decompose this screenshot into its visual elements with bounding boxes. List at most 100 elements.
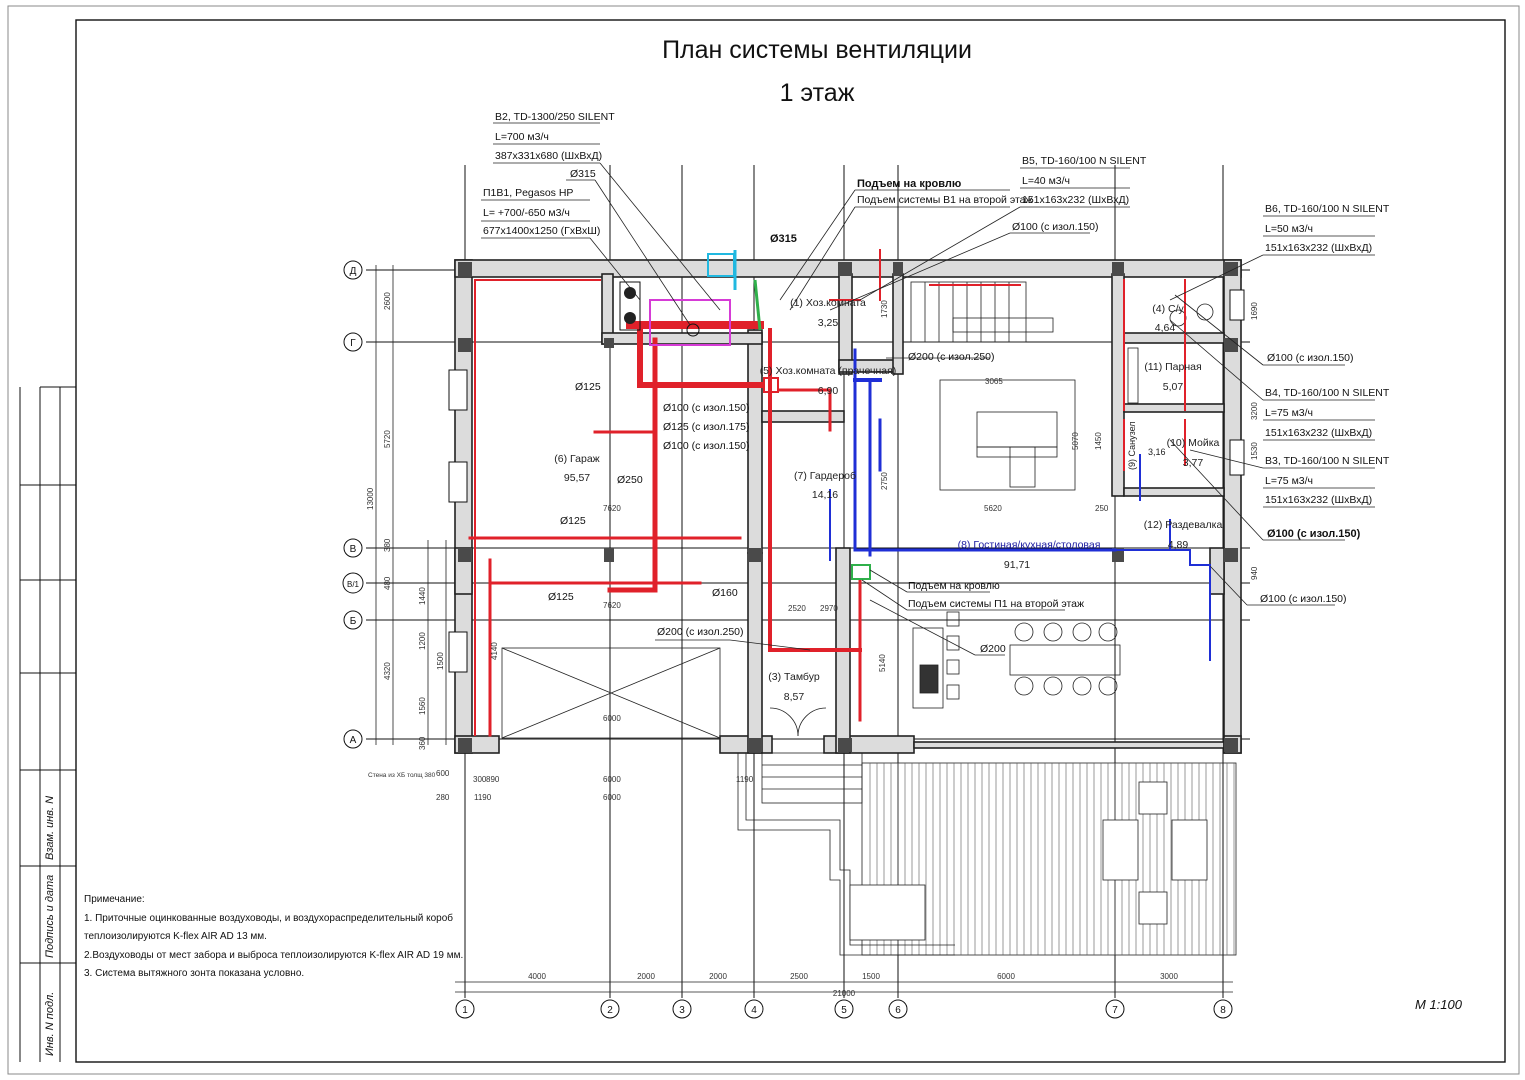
svg-text:2: 2 <box>607 1005 613 1016</box>
svg-text:4,89: 4,89 <box>1168 539 1189 551</box>
left-dimensions: 2600 5720 13000 380 480 1440 4320 1200 1… <box>366 265 447 750</box>
label-d100-d: Ø100 (с изол.150) <box>1260 593 1347 605</box>
svg-text:151х163х232 (ШхВхД): 151х163х232 (ШхВхД) <box>1265 242 1372 254</box>
label-d160: Ø160 <box>712 587 738 599</box>
svg-text:380: 380 <box>383 538 392 552</box>
svg-text:(1) Хоз.комната: (1) Хоз.комната <box>790 297 866 309</box>
svg-text:В5, TD-160/100 N SILENT: В5, TD-160/100 N SILENT <box>1022 155 1147 167</box>
svg-text:(4) С/у: (4) С/у <box>1152 303 1184 315</box>
svg-text:2.Воздуховоды от мест забора и: 2.Воздуховоды от мест забора и выброса т… <box>84 949 463 961</box>
label-d315-a: Ø315 <box>570 168 596 180</box>
axis-marker-d: Д <box>343 260 363 280</box>
svg-text:14,16: 14,16 <box>812 489 838 501</box>
axis-marker-2: 2 <box>600 999 620 1019</box>
svg-text:L=40 м3/ч: L=40 м3/ч <box>1022 175 1070 187</box>
svg-text:5140: 5140 <box>878 654 887 672</box>
svg-text:А: А <box>350 735 357 746</box>
svg-text:Примечание:: Примечание: <box>84 894 145 905</box>
svg-text:3000: 3000 <box>1160 972 1178 981</box>
svg-text:6,90: 6,90 <box>818 385 839 397</box>
svg-text:В: В <box>350 544 357 555</box>
stamp-replace-label: Взам. инв. N <box>44 796 56 860</box>
svg-text:1530: 1530 <box>1250 442 1259 460</box>
axis-marker-5: 5 <box>834 999 854 1019</box>
svg-text:3. Система вытяжного зонта пок: 3. Система вытяжного зонта показана усло… <box>84 968 304 979</box>
svg-text:1190: 1190 <box>474 793 492 802</box>
grid-rows: Д Г В В/1 Б А <box>342 260 1250 749</box>
axis-marker-8: 8 <box>1213 999 1233 1019</box>
svg-text:95,57: 95,57 <box>564 472 590 484</box>
svg-text:600: 600 <box>436 769 450 778</box>
svg-text:4: 4 <box>751 1005 757 1016</box>
label-d125-d: Ø125 <box>548 591 574 603</box>
svg-text:(7) Гардероб: (7) Гардероб <box>794 470 856 482</box>
svg-text:360: 360 <box>418 736 427 750</box>
callout-b6: В6, TD-160/100 N SILENT L=50 м3/ч 151х16… <box>1265 203 1390 254</box>
svg-text:6000: 6000 <box>603 775 621 784</box>
svg-text:2000: 2000 <box>637 972 655 981</box>
ahu-unit <box>619 250 871 580</box>
outer-frame <box>7 5 1520 1075</box>
svg-text:П1В1, Pegasos HP: П1В1, Pegasos HP <box>483 187 573 199</box>
svg-text:3065: 3065 <box>985 377 1003 386</box>
label-d250: Ø250 <box>617 474 643 486</box>
svg-text:3,25: 3,25 <box>818 317 839 329</box>
label-d100-e: Ø100 (с изол.150) <box>663 402 750 414</box>
label-d100-c: Ø100 (с изол.150) <box>1267 528 1361 540</box>
svg-text:280: 280 <box>436 793 450 802</box>
interior-fixtures <box>501 281 1237 956</box>
svg-text:L=50 м3/ч: L=50 м3/ч <box>1265 223 1313 235</box>
label-roof-2: Подъем на кровлю <box>908 580 1000 592</box>
label-d200-b: Ø200 (с изол.250) <box>657 626 744 638</box>
svg-text:(5) Хоз.комната (прачечная): (5) Хоз.комната (прачечная) <box>760 365 897 377</box>
misc-dimensions: 7620 7620 6000 6000 6000 1190 300 890 60… <box>436 300 1259 802</box>
svg-text:7: 7 <box>1112 1005 1118 1016</box>
svg-text:3: 3 <box>679 1005 685 1016</box>
svg-text:2970: 2970 <box>820 604 838 613</box>
svg-text:1690: 1690 <box>1250 302 1259 320</box>
svg-text:7620: 7620 <box>603 504 621 513</box>
svg-text:L=75 м3/ч: L=75 м3/ч <box>1265 407 1313 419</box>
stamp-column: Инв. N подл. Подпись и дата Взам. инв. N <box>19 386 76 1062</box>
axis-marker-1: 1 <box>455 999 475 1019</box>
svg-text:1190: 1190 <box>736 775 754 784</box>
svg-text:5620: 5620 <box>984 504 1002 513</box>
svg-text:В2, TD-1300/250 SILENT: В2, TD-1300/250 SILENT <box>495 111 615 123</box>
page-subtitle: 1 этаж <box>780 79 855 107</box>
leader-lines <box>481 122 1375 656</box>
wall-note: Стена из ХБ толщ 380 <box>368 772 436 779</box>
svg-text:(8) Гостиная/кухная/столовая: (8) Гостиная/кухная/столовая <box>958 539 1101 551</box>
supply-ducts <box>468 249 1186 737</box>
svg-text:6000: 6000 <box>603 793 621 802</box>
label-roof-1b: Подъем системы В1 на второй этаж <box>857 194 1033 206</box>
svg-text:1450: 1450 <box>1094 432 1103 450</box>
svg-text:1500: 1500 <box>862 972 880 981</box>
bottom-dimensions: 4000 2000 2000 2500 1500 6000 3000 21000 <box>455 972 1233 998</box>
axis-marker-v1: В/1 <box>342 572 364 594</box>
inner-frame <box>75 19 1506 1063</box>
callout-b2: В2, TD-1300/250 SILENT L=700 м3/ч 387х33… <box>495 111 615 162</box>
svg-text:5070: 5070 <box>1071 432 1080 450</box>
svg-text:5720: 5720 <box>383 430 392 448</box>
svg-text:1560: 1560 <box>418 697 427 715</box>
stamp-sign-label: Подпись и дата <box>44 875 56 958</box>
svg-text:В6, TD-160/100 N SILENT: В6, TD-160/100 N SILENT <box>1265 203 1390 215</box>
exhaust-ducts <box>829 348 1211 661</box>
svg-text:2500: 2500 <box>790 972 808 981</box>
svg-text:13000: 13000 <box>366 487 375 510</box>
svg-text:91,71: 91,71 <box>1004 559 1030 571</box>
svg-text:теплоизолируются K-flex AIR AD: теплоизолируются K-flex AIR AD 13 мм. <box>84 931 267 942</box>
callout-p1v1: П1В1, Pegasos HP L= +700/-650 м3/ч 677х1… <box>483 187 600 237</box>
svg-text:L=75 м3/ч: L=75 м3/ч <box>1265 475 1313 487</box>
svg-text:В3, TD-160/100 N SILENT: В3, TD-160/100 N SILENT <box>1265 455 1390 467</box>
svg-text:151х163х232 (ШхВхД): 151х163х232 (ШхВхД) <box>1022 194 1129 206</box>
svg-text:Г: Г <box>350 338 356 349</box>
svg-text:3200: 3200 <box>1250 402 1259 420</box>
svg-text:Б: Б <box>350 616 357 627</box>
svg-text:1500: 1500 <box>436 652 445 670</box>
page-title: План системы вентиляции <box>662 36 972 64</box>
svg-text:8,57: 8,57 <box>784 691 805 703</box>
label-d125-b: Ø125 (с изол.175) <box>663 421 750 433</box>
svg-text:5: 5 <box>841 1005 847 1016</box>
